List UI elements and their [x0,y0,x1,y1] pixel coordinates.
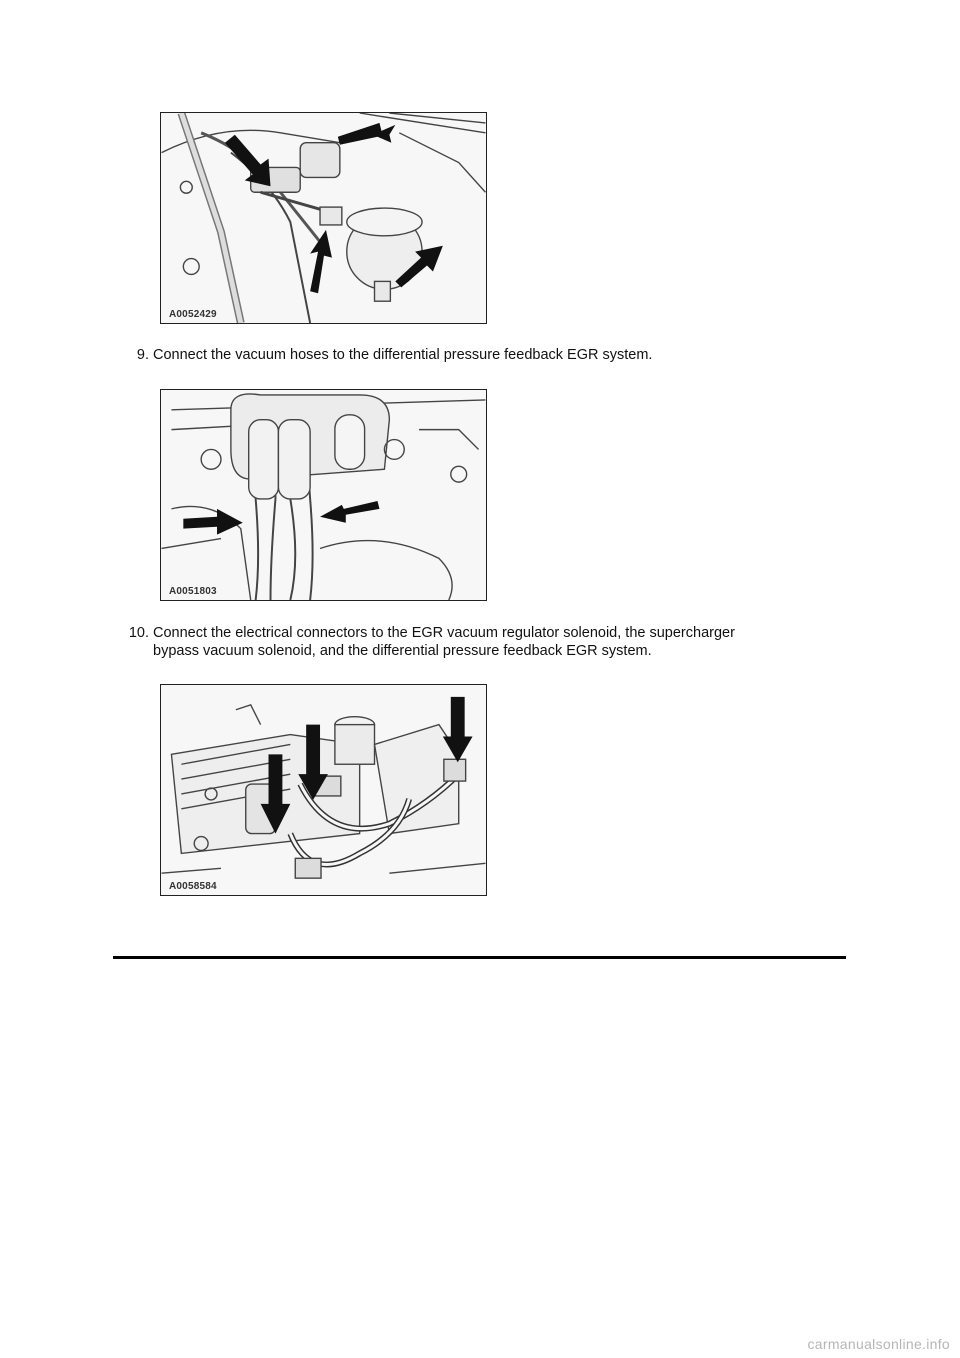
watermark: carmanualsonline.info [807,1336,950,1352]
figure-2-drawing [161,393,486,600]
figure-3-id: A0058584 [169,881,217,892]
figure-3-drawing [161,696,486,879]
figure-2-vacuum-hoses-illustration: A0051803 [160,389,487,601]
figure-1-id: A0052429 [169,309,217,320]
figure-1-drawing [161,113,486,323]
figure-2-id: A0051803 [169,586,217,597]
figure-1-vacuum-hoses-illustration: A0052429 [160,112,487,324]
step-9-text: Connect the vacuum hoses to the differen… [153,347,653,363]
step-9-number: 9. [136,347,149,363]
section-divider [113,956,846,959]
step-10-text-line1: Connect the electrical connectors to the… [153,625,735,641]
figure-3-electrical-connectors-illustration: A0058584 [160,684,487,896]
step-10-number: 10. [128,625,149,641]
step-10-text-line2: bypass vacuum solenoid, and the differen… [153,643,652,659]
